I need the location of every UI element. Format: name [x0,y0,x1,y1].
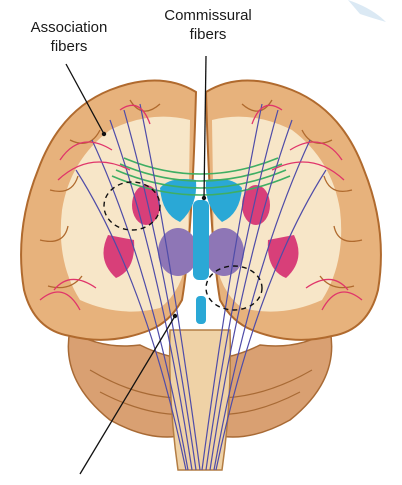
commissural-label-line1: Commissural [148,6,268,25]
association-pointer-dot [102,132,106,136]
association-label-line1: Association [14,18,124,37]
commissural-pointer-dot [202,196,206,200]
corner-decoration [348,0,386,22]
commissural-label-line2: fibers [148,25,268,44]
commissural-leader-line [204,56,206,198]
association-fibers-label: Association fibers [14,18,124,56]
commissural-fibers-label: Commissural fibers [148,6,268,44]
projection-pointer-dot [173,314,177,318]
association-label-line2: fibers [14,37,124,56]
